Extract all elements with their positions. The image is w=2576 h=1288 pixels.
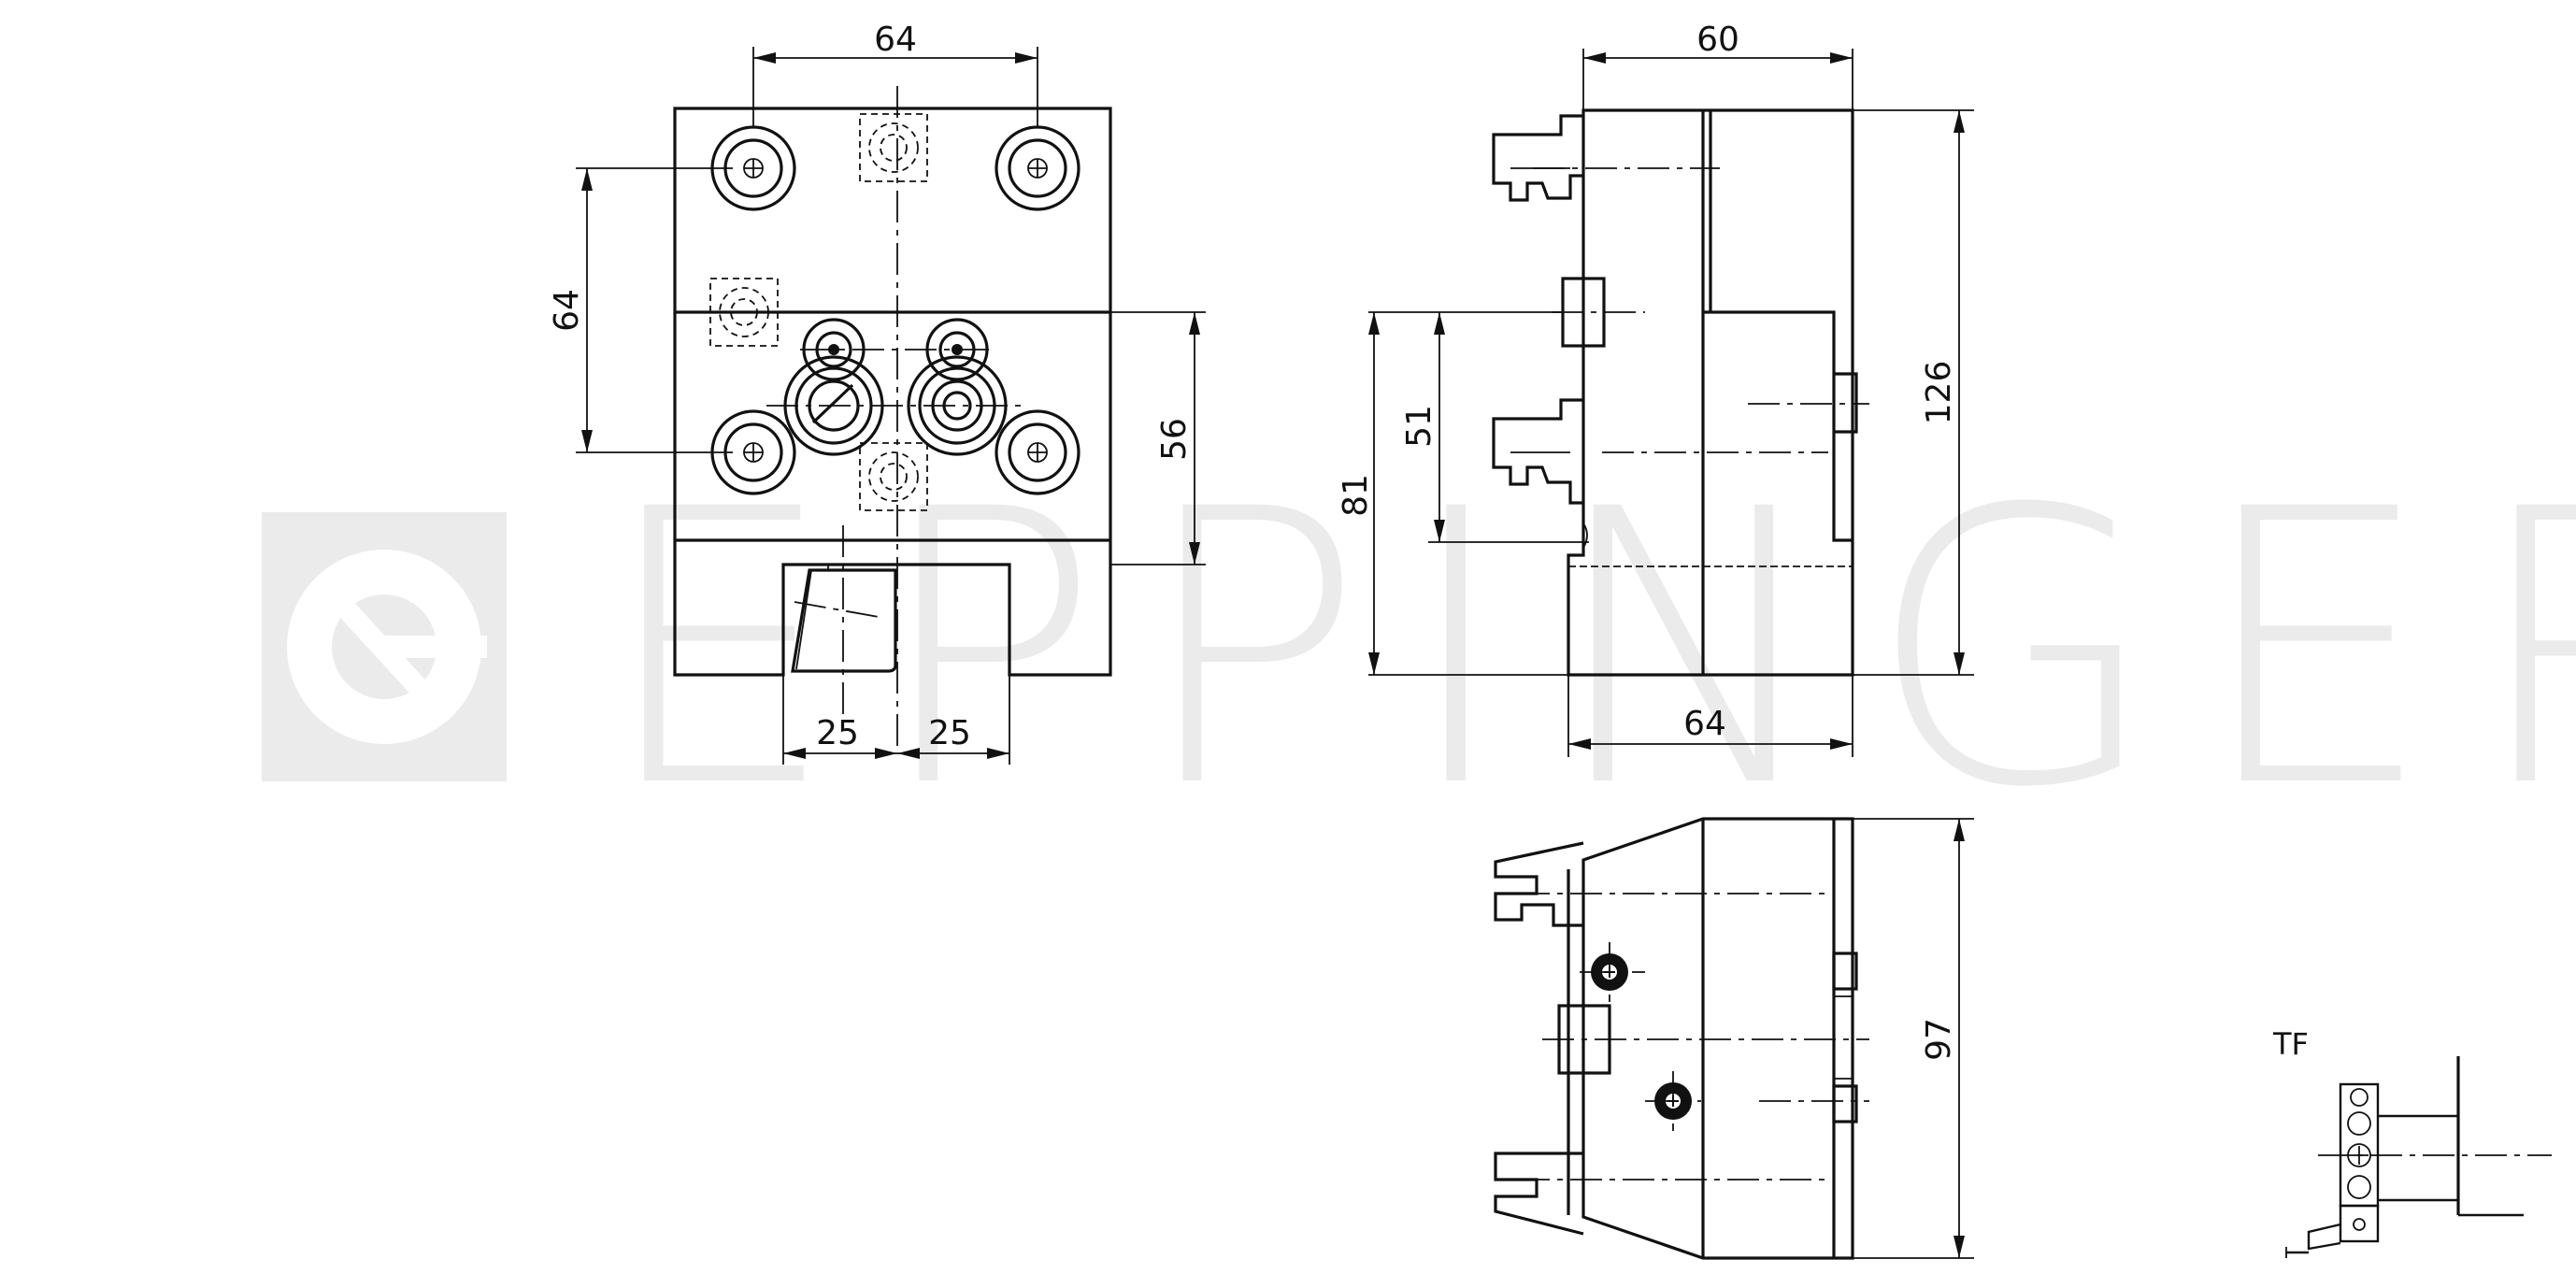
dim-side-bottom-label: 64 [1683, 705, 1726, 743]
dim-side-right-label: 126 [1920, 361, 1958, 425]
tf-label: TF [2272, 1026, 2309, 1062]
dim-front-bottom-left-label: 25 [816, 714, 859, 752]
dim-front-left-label: 64 [548, 289, 586, 332]
watermark-logo-mark [287, 550, 487, 744]
dim-side-left-inner-label: 51 [1400, 405, 1438, 448]
dim-side-left-outer: 81 [1337, 311, 1568, 676]
dim-top-right-label: 97 [1920, 1018, 1958, 1061]
dim-front-bottom: 25 25 [782, 675, 1010, 765]
dim-front-top-label: 64 [874, 21, 917, 59]
dim-front-left: 64 [548, 167, 733, 453]
front-view: 64 64 56 25 25 [548, 21, 1206, 765]
dim-side-right: 126 [1703, 109, 1974, 676]
dim-side-top-label: 60 [1696, 21, 1739, 59]
hidden-feature-top [859, 113, 928, 182]
dim-front-bottom-right-label: 25 [928, 714, 971, 752]
dim-side-left-inner: 51 [1400, 312, 1589, 543]
side-view: 60 126 81 51 [1337, 21, 1974, 757]
dim-top-right: 97 [1853, 818, 1974, 1259]
tf-symbol: TF [2272, 1026, 2552, 1258]
eppinger-watermark: EPPINGER [262, 429, 2576, 870]
bolt-bottom-right [995, 409, 1080, 495]
dim-front-right-label: 56 [1155, 418, 1194, 461]
bolt-top-right [995, 125, 1080, 211]
dim-side-left-outer-label: 81 [1337, 474, 1375, 517]
top-view: 97 [1494, 817, 1974, 1260]
dim-front-right: 56 [1110, 311, 1206, 565]
hidden-feature-left [709, 278, 779, 347]
dim-side-bottom: 64 [1567, 675, 1853, 757]
dim-side-top: 60 [1582, 21, 1853, 110]
dim-front-top: 64 [752, 21, 1038, 127]
hidden-feature-bottom [859, 442, 928, 511]
